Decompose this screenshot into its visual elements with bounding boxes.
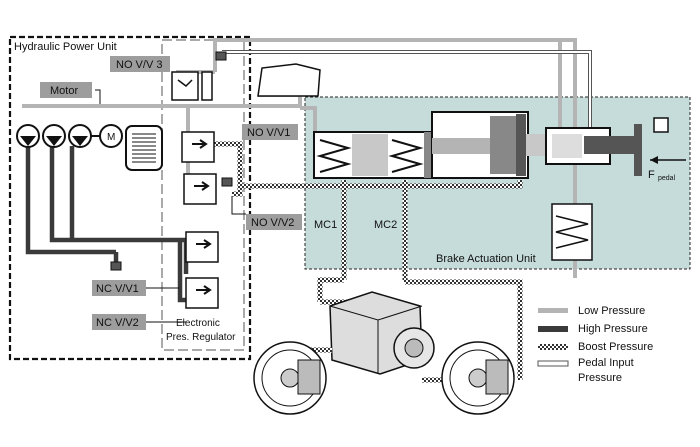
mc1-label: MC1 — [314, 219, 337, 231]
boost-pressure-lines — [214, 141, 523, 380]
pedal-sensor-icon — [653, 117, 669, 133]
no-vv2-label-box — [246, 214, 302, 230]
right-brake-disc — [441, 341, 515, 415]
legend-label-low: Low Pressure — [578, 305, 645, 317]
pedal-simulator — [545, 124, 642, 176]
no-vv3-label-box — [110, 56, 170, 72]
mc2-label: MC2 — [374, 219, 397, 231]
nc-vv2-label-box — [92, 314, 146, 330]
no-vv1-label-box — [242, 124, 298, 140]
legend-swatch-low — [538, 308, 568, 313]
no-vv2-leader — [231, 196, 246, 215]
hydraulic-power-unit-title: Hydraulic Power Unit — [14, 41, 117, 53]
valve-no-vv1 — [181, 131, 215, 163]
motor-label-box — [40, 82, 92, 98]
left-brake-disc — [253, 341, 327, 415]
motor-symbol: M — [107, 132, 115, 143]
legend-swatch-high — [538, 326, 568, 332]
motor-label: Motor — [50, 85, 78, 97]
abs-module — [329, 291, 435, 375]
spring-accumulator — [551, 203, 593, 261]
pedal-input-lines — [222, 50, 592, 128]
tank-connectors — [110, 51, 233, 271]
legend-swatch-pedal — [537, 360, 569, 367]
nc-vv1-label: NC V/V1 — [96, 283, 139, 295]
legend-label-pedal: Pedal Input — [578, 357, 634, 369]
legend: Low Pressure High Pressure Boost Pressur… — [537, 305, 653, 384]
regulator-label-line2: Pres. Regulator — [166, 332, 236, 343]
high-pressure-lines — [25, 146, 192, 303]
pedal-force-label: F — [648, 169, 655, 181]
no-vv2-label: NO V/V2 — [251, 217, 294, 229]
hydraulic-power-unit-box — [8, 35, 252, 361]
valve-nc-vv2 — [185, 277, 219, 309]
no-vv3-label: NO V/V 3 — [116, 59, 162, 71]
valve-nc-vv1 — [185, 231, 219, 263]
regulator-label-line1: Electronic — [176, 318, 220, 329]
reservoir — [257, 63, 321, 97]
legend-label-pressure: Pressure — [578, 372, 622, 384]
pump-group — [16, 124, 100, 148]
accumulator — [125, 125, 163, 171]
legend-swatch-boost — [538, 344, 568, 350]
brake-actuation-unit-title: Brake Actuation Unit — [436, 253, 536, 265]
legend-label-boost: Boost Pressure — [578, 341, 653, 353]
no-vv1-label: NO V/V1 — [247, 127, 290, 139]
legend-label-high: High Pressure — [578, 323, 648, 335]
nc-vv1-label-box — [92, 280, 146, 296]
valve-no-vv3 — [171, 71, 213, 101]
master-cylinder — [313, 111, 546, 179]
motor-icon — [99, 124, 123, 148]
pedal-force-arrow — [650, 156, 686, 164]
nc-vv2-label: NC V/V2 — [96, 317, 139, 329]
motor-label-leader — [95, 89, 101, 104]
pedal-force-subscript: pedal — [658, 175, 676, 182]
valve-no-vv2 — [183, 173, 217, 205]
